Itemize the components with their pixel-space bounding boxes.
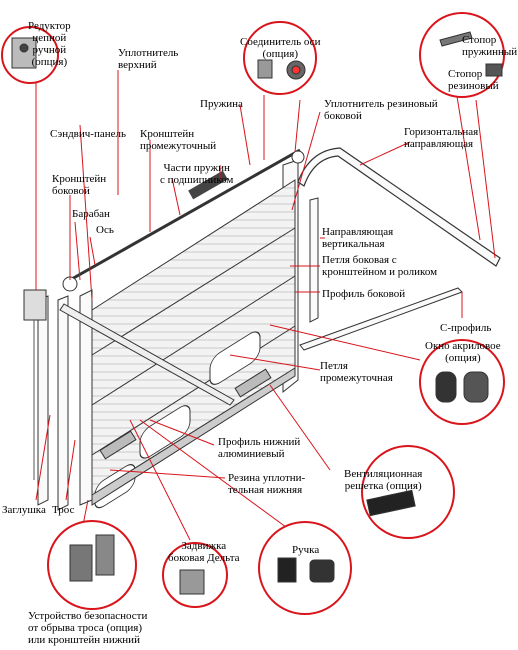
label-spring: Пружина (200, 98, 243, 110)
label-shaft: Ось (96, 224, 114, 236)
label-acrylic-window: Окно акриловое (опция) (425, 340, 501, 364)
left-guide (37, 289, 235, 511)
shaft (69, 148, 301, 282)
label-spring-parts: Части пружин с подшипником (160, 162, 234, 186)
latch-detail-icon (179, 569, 205, 595)
label-delta-latch: Задвижка боковая Дельта (168, 540, 240, 564)
label-intermediate-bracket: Кронштейн промежуточный (140, 128, 217, 152)
label-bottom-seal: Резина уплотни- тельная нижняя (228, 472, 306, 496)
window-detail-icon (435, 371, 457, 403)
label-reducer: Редуктор цепной ручной (опция) (28, 20, 71, 68)
detail-contents (11, 31, 503, 595)
label-c-profile: С-профиль (440, 322, 492, 334)
label-top-seal: Уплотнитель верхний (118, 47, 179, 71)
safety-device-icon (69, 544, 93, 582)
door-panel (91, 179, 296, 509)
label-shaft-coupler: Соединитель оси (опция) (240, 36, 321, 60)
label-rubber-stop: Стопор резиновый (448, 68, 499, 92)
label-safety-device: Устройство безопасности от обрыва троса … (28, 610, 148, 646)
horizontal-guide (297, 147, 501, 267)
coupler-detail-icon (257, 59, 273, 79)
label-horizontal-guide: Горизонтальная направляющая (404, 126, 479, 150)
label-vent-grille: Вентиляционная решетка (опция) (344, 468, 423, 492)
label-side-hinge: Петля боковая с кронштейном и роликом (322, 254, 438, 278)
label-side-profile: Профиль боковой (322, 288, 406, 300)
vent-detail-icon (366, 489, 416, 517)
label-drum: Барабан (72, 208, 110, 220)
label-side-bracket: Кронштейн боковой (52, 173, 107, 197)
chain-reducer-shape (23, 289, 47, 321)
rubber-stop-icon (485, 63, 503, 77)
label-handle: Ручка (292, 544, 320, 556)
label-cable: Трос (52, 504, 75, 516)
label-intermediate-hinge: Петля промежуточная (320, 360, 393, 384)
label-bottom-profile: Профиль нижний алюминиевый (218, 436, 301, 460)
label-end-cap: Заглушка (2, 504, 46, 516)
spring-stop-icon (439, 31, 473, 47)
label-vertical-guide: Направляющая вертикальная (322, 226, 394, 250)
handle-detail-icon (277, 557, 297, 583)
label-side-rubber-seal: Уплотнитель резиновый боковой (324, 98, 438, 122)
reducer-detail-icon (11, 37, 37, 69)
label-sandwich-panel: Сэндвич-панель (50, 128, 126, 140)
label-spring-stop: Стопор пружинный (462, 34, 518, 58)
spring-shape (188, 170, 228, 200)
